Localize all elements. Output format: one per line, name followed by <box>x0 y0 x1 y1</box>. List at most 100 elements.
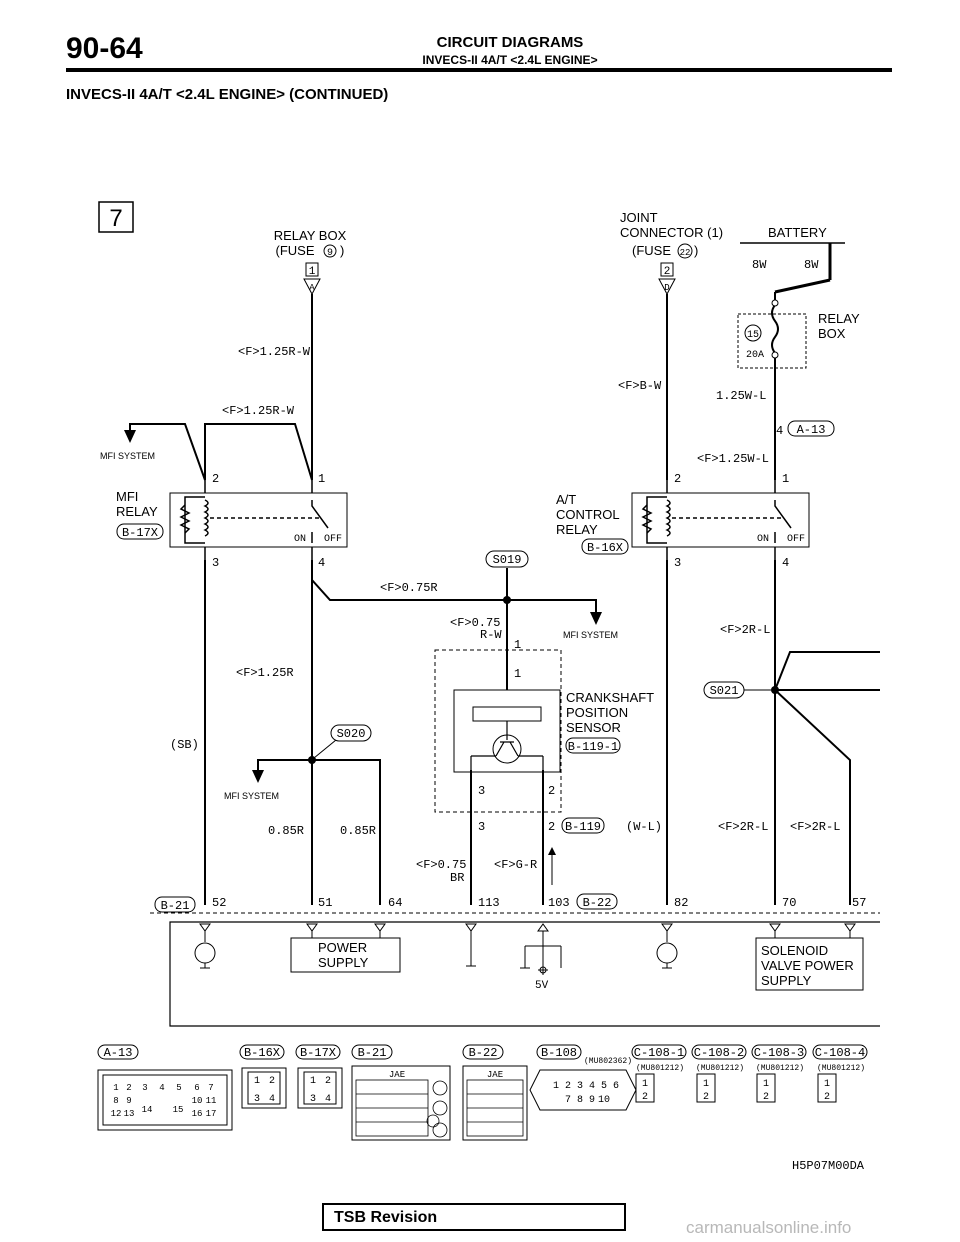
b22-conn-box <box>576 893 618 910</box>
legend-c108-3-part: (MU801212) <box>756 1064 804 1073</box>
crank-sensor-element <box>472 706 542 722</box>
b16x-inner <box>247 1071 281 1105</box>
svg-text:12: 12 <box>111 1109 122 1119</box>
legend-b17x-box <box>295 1044 341 1060</box>
ecu-box <box>169 921 880 1027</box>
legend-c108-2-box <box>691 1044 747 1060</box>
at-relay-label-3: RELAY <box>556 522 598 537</box>
mfi-relay-coil-frame <box>184 496 205 544</box>
wire-label-w17: <F>2R-L <box>790 820 840 834</box>
svg-text:6: 6 <box>194 1083 199 1093</box>
b21-conn-label: B-21 <box>161 899 190 913</box>
at-relay-label: A/T <box>556 492 576 507</box>
b17x-conn-label: B-17X <box>122 526 158 540</box>
wire-label-w8: 0.85R <box>340 824 376 838</box>
svg-text:5: 5 <box>176 1083 181 1093</box>
svg-text:9: 9 <box>589 1095 595 1106</box>
legend-a13-box <box>97 1044 139 1060</box>
b16x-face <box>241 1067 287 1109</box>
mfi-arrow-3 <box>252 770 264 783</box>
five-v-node <box>539 966 547 974</box>
fuse-15-circle <box>744 324 762 342</box>
svg-text:7: 7 <box>565 1095 571 1106</box>
b17x-pins: 1 2 3 4 <box>310 1076 331 1105</box>
mfi-off: OFF <box>324 534 342 545</box>
s019-box <box>485 550 529 568</box>
s020-leader <box>313 739 337 759</box>
b119-box <box>561 817 605 834</box>
crank-sensor-box <box>453 689 561 773</box>
wire-label-w4: <F>0.75 <box>450 616 500 630</box>
section-subtitle: INVECS-II 4A/T <2.4L ENGINE> <box>422 53 598 67</box>
at-pin-4: 4 <box>782 556 789 570</box>
battery-wire-left: 8W <box>752 258 767 272</box>
a13-conn-box <box>787 420 835 437</box>
svg-text:4: 4 <box>325 1094 331 1105</box>
mfi-system-label-1: MFI SYSTEM <box>100 451 155 461</box>
crank-label-3: SENSOR <box>566 720 621 735</box>
tsb-revision-box: TSB Revision <box>322 1203 626 1231</box>
wire-label-w1: <F>1.25R-W <box>238 345 311 359</box>
a13-face <box>97 1069 233 1131</box>
svg-text:1: 1 <box>763 1079 769 1090</box>
at-relay-coil-frame <box>646 496 667 544</box>
wire-label-w7: 0.85R <box>268 824 304 838</box>
wire-label-w11: <F>B-W <box>618 379 662 393</box>
svg-text:2: 2 <box>763 1092 769 1103</box>
svg-text:1: 1 <box>553 1081 559 1092</box>
relay-box-right-label-2: BOX <box>818 326 846 341</box>
wire-label-w2: <F>1.25R-W <box>222 404 295 418</box>
ecu-transistor-52 <box>194 942 216 964</box>
battery-wire-right: 8W <box>804 258 819 272</box>
mfi-relay-label-2: RELAY <box>116 504 158 519</box>
ecu-pin-51: 51 <box>318 896 332 910</box>
wire-label-w6: (SB) <box>170 738 199 752</box>
b119-label: B-119 <box>565 820 601 834</box>
svg-text:10: 10 <box>192 1096 203 1106</box>
mfi-pin-4: 4 <box>318 556 325 570</box>
b22-face <box>462 1065 528 1141</box>
wire-label-w3: <F>0.75R <box>380 581 438 595</box>
solenoid-supply-box <box>755 937 864 991</box>
svg-text:16: 16 <box>192 1109 203 1119</box>
mfi-pin-3: 3 <box>212 556 219 570</box>
sheet-number-box <box>98 201 134 233</box>
legend-a13-label: A-13 <box>104 1046 133 1060</box>
svg-text:2: 2 <box>703 1092 709 1103</box>
at-pin-3: 3 <box>674 556 681 570</box>
svg-text:9: 9 <box>126 1096 131 1106</box>
mfi-relay-coil <box>203 499 209 537</box>
crank-sensor-internals <box>470 721 544 770</box>
legend-b108-part: (MU802362) <box>584 1057 632 1066</box>
conn-a-letter: A <box>309 283 315 293</box>
ecu-pin-52: 52 <box>212 896 226 910</box>
wire-label-w4b: R-W <box>480 628 502 642</box>
power-supply-box <box>290 937 401 973</box>
ecu-pin-64: 64 <box>388 896 402 910</box>
b16x-conn-label: B-16X <box>587 541 623 555</box>
legend-b108-box <box>536 1044 582 1060</box>
ecu-tri-113 <box>465 923 477 932</box>
s020-label: S020 <box>337 727 366 741</box>
svg-text:5: 5 <box>601 1081 607 1092</box>
svg-text:2: 2 <box>565 1081 571 1092</box>
splice-s019-dot <box>503 596 511 604</box>
mfi-pin-2: 2 <box>212 472 219 486</box>
b119-1-box <box>565 737 621 754</box>
svg-text:13: 13 <box>124 1109 135 1119</box>
wire-label-w9b: BR <box>450 871 464 885</box>
legend-c108-1-box <box>631 1044 687 1060</box>
at-off: OFF <box>787 534 805 545</box>
crank-pin-3a: 3 <box>478 784 485 798</box>
ecu-pin-57: 57 <box>852 896 866 910</box>
svg-text:1: 1 <box>824 1079 830 1090</box>
mfi-pin-1: 1 <box>318 472 325 486</box>
b21-conn-box <box>154 896 196 913</box>
sheet-number: 7 <box>109 205 122 232</box>
svg-text:17: 17 <box>206 1109 217 1119</box>
s019-label: S019 <box>493 553 522 567</box>
legend-b17x-label: B-17X <box>300 1046 336 1060</box>
ecu-pin-82: 82 <box>674 896 688 910</box>
fuse-9-circle <box>323 244 337 258</box>
fuse-15-wire <box>771 292 779 480</box>
